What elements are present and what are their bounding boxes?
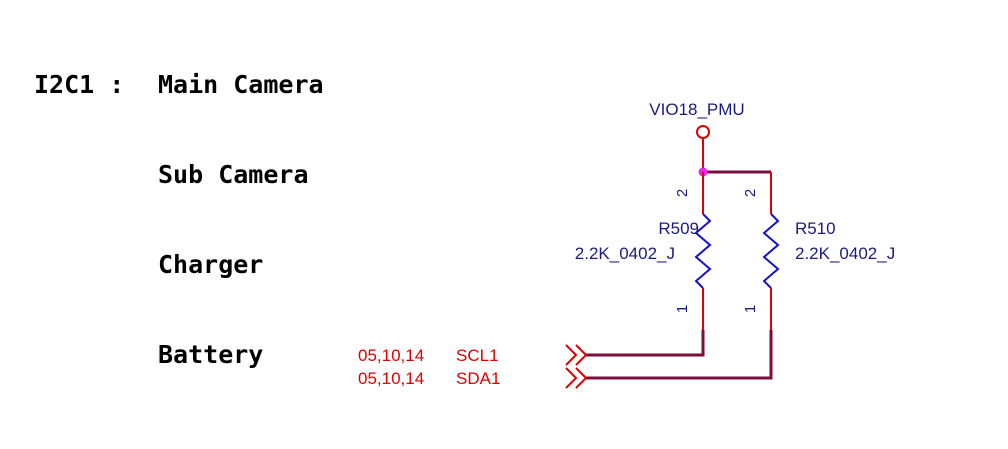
device-sub-camera: Sub Camera	[158, 160, 309, 189]
power-net-label: VIO18_PMU	[649, 100, 744, 119]
note-row-3: Charger	[34, 250, 324, 280]
power-port-symbol	[696, 125, 710, 139]
r510-value: 2.2K_0402_J	[795, 244, 895, 263]
device-main-camera: Main Camera	[158, 70, 324, 99]
bus-name: I2C1	[34, 70, 95, 99]
offpage-connector-sda1	[565, 367, 588, 389]
note-row-4: Battery	[34, 340, 324, 370]
r510-pin1-number: 1	[742, 305, 759, 313]
r510-ref: R510	[795, 219, 836, 238]
bus-name-label: I2C1 :	[34, 70, 158, 100]
i2c-bus-note: I2C1 :Main Camera Sub Camera Charger Bat…	[34, 10, 324, 400]
device-battery: Battery	[158, 340, 264, 369]
scl1-net-name: SCL1	[456, 346, 499, 365]
r509-pin2-number: 2	[674, 189, 691, 197]
sda1-net-name: SDA1	[456, 369, 500, 388]
note-row-2: Sub Camera	[34, 160, 324, 190]
r510-pin2-number: 2	[742, 189, 759, 197]
scl1-page-refs: 05,10,14	[358, 346, 424, 365]
sda1-page-refs: 05,10,14	[358, 369, 424, 388]
bus-separator: :	[109, 70, 125, 99]
device-charger: Charger	[158, 250, 264, 279]
offpage-connector-scl1	[565, 344, 588, 366]
scl1-wire	[586, 330, 705, 357]
note-row-1: I2C1 :Main Camera	[34, 70, 324, 100]
r509-zigzag	[694, 213, 712, 289]
r509-ref: R509	[658, 219, 699, 238]
resistor-r509: 2 1 R509 2.2K_0402_J	[575, 172, 712, 330]
sda1-wire	[586, 330, 773, 380]
r510-zigzag	[762, 213, 780, 289]
resistor-r510: 2 1 R510 2.2K_0402_J	[742, 172, 895, 330]
r509-pin1-number: 1	[674, 305, 691, 313]
r509-value: 2.2K_0402_J	[575, 244, 675, 263]
